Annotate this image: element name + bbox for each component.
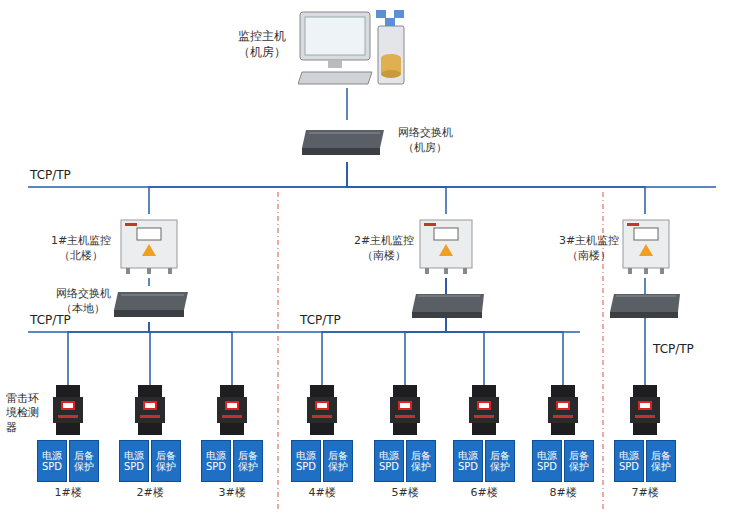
building-group: 5#楼 电源 SPD后备 保护 (372, 385, 438, 505)
node-text: 8#楼 (530, 486, 596, 501)
node-text: 电源 SPD (292, 450, 320, 473)
switch-icon (610, 294, 680, 318)
node-text: 后备 保护 (234, 450, 262, 473)
backup-box: 后备 保护 (233, 440, 263, 482)
node-text: 3#楼 (199, 486, 265, 501)
node-text: 6#楼 (451, 486, 517, 501)
spd-box: 电源 SPD (119, 440, 149, 482)
node-text: 后备 保护 (407, 450, 435, 473)
lightning-detector-icon (217, 385, 247, 439)
network-link (346, 88, 348, 120)
node-text: 后备 保护 (70, 450, 98, 473)
network-link (149, 162, 347, 214)
device-icon (300, 124, 388, 162)
tcp-bus (28, 186, 716, 188)
node-text: 2#主机监控 （南楼） (350, 234, 418, 264)
device-icon (622, 216, 670, 280)
host-monitor-unit: 2#主机监控 （南楼） (350, 214, 474, 278)
network-link (347, 162, 446, 214)
node-text: 网络交换机 （机房） (390, 126, 460, 156)
backup-box: 后备 保护 (69, 440, 99, 482)
monitor-host-pc: 监控主机 （机房） (232, 6, 414, 88)
node-text: 电源 SPD (454, 450, 482, 473)
node-text: 后备 保护 (152, 450, 180, 473)
lightning-detector-icon (390, 385, 420, 439)
node-text: 电源 SPD (615, 450, 643, 473)
tcp-bus (28, 331, 580, 333)
building-group: 7#楼 电源 SPD后备 保护 (612, 385, 678, 505)
node-text: 1#主机监控 （北楼） (46, 234, 116, 264)
lightning-detector-icon (307, 385, 337, 439)
switch-icon (412, 294, 484, 318)
building-group: 2#楼 电源 SPD后备 保护 (117, 385, 183, 505)
node-text: 电源 SPD (120, 450, 148, 473)
network-switch: 网络交换机 （机房） (300, 120, 462, 162)
node-text: 5#楼 (372, 486, 438, 501)
protocol-label: TCP/TP (30, 168, 71, 182)
device-icon (419, 216, 473, 280)
protocol-label: TCP/TP (653, 342, 694, 356)
spd-box: 电源 SPD (37, 440, 67, 482)
zone-divider (278, 192, 279, 512)
spd-box: 电源 SPD (453, 440, 483, 482)
node-text: 电源 SPD (202, 450, 230, 473)
host-monitor-unit: 3#主机监控 （南楼） (558, 214, 672, 278)
lightning-detector-icon (548, 385, 578, 439)
lightning-detector-icon (135, 385, 165, 439)
building-group: 1#楼 电源 SPD后备 保护 (35, 385, 101, 505)
building-group: 8#楼 电源 SPD后备 保护 (530, 385, 596, 505)
node-text: 电源 SPD (533, 450, 561, 473)
node-text: 后备 保护 (486, 450, 514, 473)
node-text: 后备 保护 (565, 450, 593, 473)
backup-box: 后备 保护 (323, 440, 353, 482)
device-icon (120, 216, 178, 280)
backup-box: 后备 保护 (646, 440, 676, 482)
building-group: 6#楼 电源 SPD后备 保护 (451, 385, 517, 505)
protocol-label: TCP/TP (300, 313, 341, 327)
node-text: 电源 SPD (38, 450, 66, 473)
node-text: 监控主机 （机房） (232, 28, 292, 60)
lightning-detector-icon (53, 385, 83, 439)
building-group: 4#楼 电源 SPD后备 保护 (289, 385, 355, 505)
spd-box: 电源 SPD (374, 440, 404, 482)
node-text: 2#楼 (117, 486, 183, 501)
lightning-detector-icon (469, 385, 499, 439)
host-monitor-unit: 1#主机监控 （北楼） (46, 214, 182, 278)
node-text: 3#主机监控 （南楼） (558, 234, 620, 264)
spd-box: 电源 SPD (201, 440, 231, 482)
node-text: 4#楼 (289, 486, 355, 501)
building-group: 3#楼 电源 SPD后备 保护 (199, 385, 265, 505)
lightning-detector-icon (630, 385, 660, 439)
network-switch: 网络交换机 （本地） (54, 286, 194, 322)
backup-box: 后备 保护 (151, 440, 181, 482)
spd-box: 电源 SPD (614, 440, 644, 482)
node-text: 后备 保护 (324, 450, 352, 473)
device-icon (298, 8, 410, 92)
spd-box: 电源 SPD (291, 440, 321, 482)
protocol-label: TCP/TP (30, 313, 71, 327)
spd-box: 电源 SPD (532, 440, 562, 482)
node-text: 后备 保护 (647, 450, 675, 473)
node-text: 网络交换机 （本地） (54, 287, 112, 317)
device-label: 雷击环境检测器 (6, 392, 42, 435)
backup-box: 后备 保护 (485, 440, 515, 482)
network-link (148, 278, 150, 286)
network-link (347, 162, 645, 214)
backup-box: 后备 保护 (406, 440, 436, 482)
node-text: 7#楼 (612, 486, 678, 501)
device-icon (112, 286, 192, 324)
backup-box: 后备 保护 (564, 440, 594, 482)
node-text: 1#楼 (35, 486, 101, 501)
node-text: 电源 SPD (375, 450, 403, 473)
